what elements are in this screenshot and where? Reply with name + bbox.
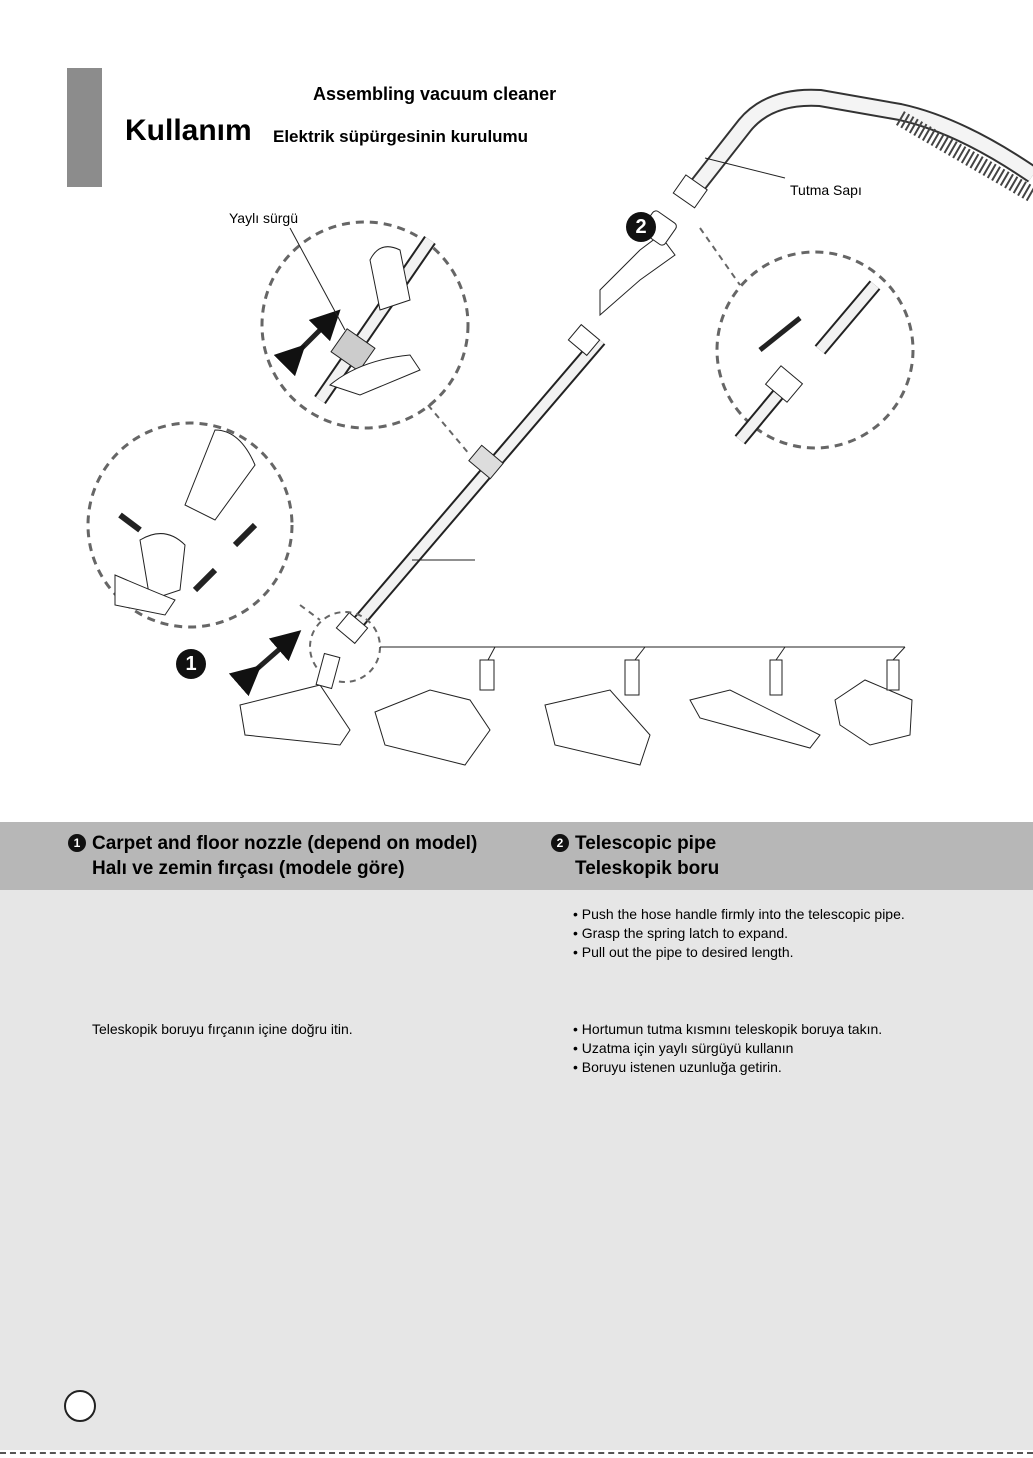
text-line: • Uzatma için yaylı sürgüyü kullanın [573,1039,882,1058]
text-line: • Grasp the spring latch to expand. [573,924,905,943]
section-2-heading: 2 Telescopic pipe Teleskopik boru [551,831,719,881]
section-1-text-tr: Teleskopik boruyu fırçanın içine doğru i… [92,1020,353,1039]
section-1-number: 1 [68,834,86,852]
handle-connection-detail [740,285,875,440]
handle-callout: Tutma Sapı [790,182,862,198]
text-line: • Pull out the pipe to desired length. [573,943,905,962]
section-1-heading-en: Carpet and floor nozzle (depend on model… [92,833,477,854]
section-2-heading-tr: Teleskopik boru [551,856,719,881]
step-1-badge: 1 [176,649,206,679]
section-1-heading-tr: Halı ve zemin fırçası (modele göre) [68,856,477,881]
instructions-panel [0,890,1033,1450]
nozzle-connection-detail [115,430,255,615]
section-2-heading-en: Telescopic pipe [575,833,716,854]
section-2-text-en: • Push the hose handle firmly into the t… [573,905,905,962]
page-number-circle [64,1390,96,1422]
step-2-badge: 2 [626,212,656,242]
spring-latch-callout: Yaylı sürgü [229,210,298,226]
section-1-heading: 1 Carpet and floor nozzle (depend on mode… [68,831,477,881]
assembly-illustration [0,60,1033,780]
section-2-text-tr: • Hortumun tutma kısmını teleskopik boru… [573,1020,882,1077]
spring-latch-detail [295,240,430,400]
text-line: Teleskopik boruyu fırçanın içine doğru i… [92,1020,353,1039]
text-line: • Push the hose handle firmly into the t… [573,905,905,924]
text-line: • Boruyu istenen uzunluğa getirin. [573,1058,882,1077]
bottom-divider [0,1452,1033,1454]
section-2-number: 2 [551,834,569,852]
nozzle-lineup [240,647,912,765]
text-line: • Hortumun tutma kısmını teleskopik boru… [573,1020,882,1039]
